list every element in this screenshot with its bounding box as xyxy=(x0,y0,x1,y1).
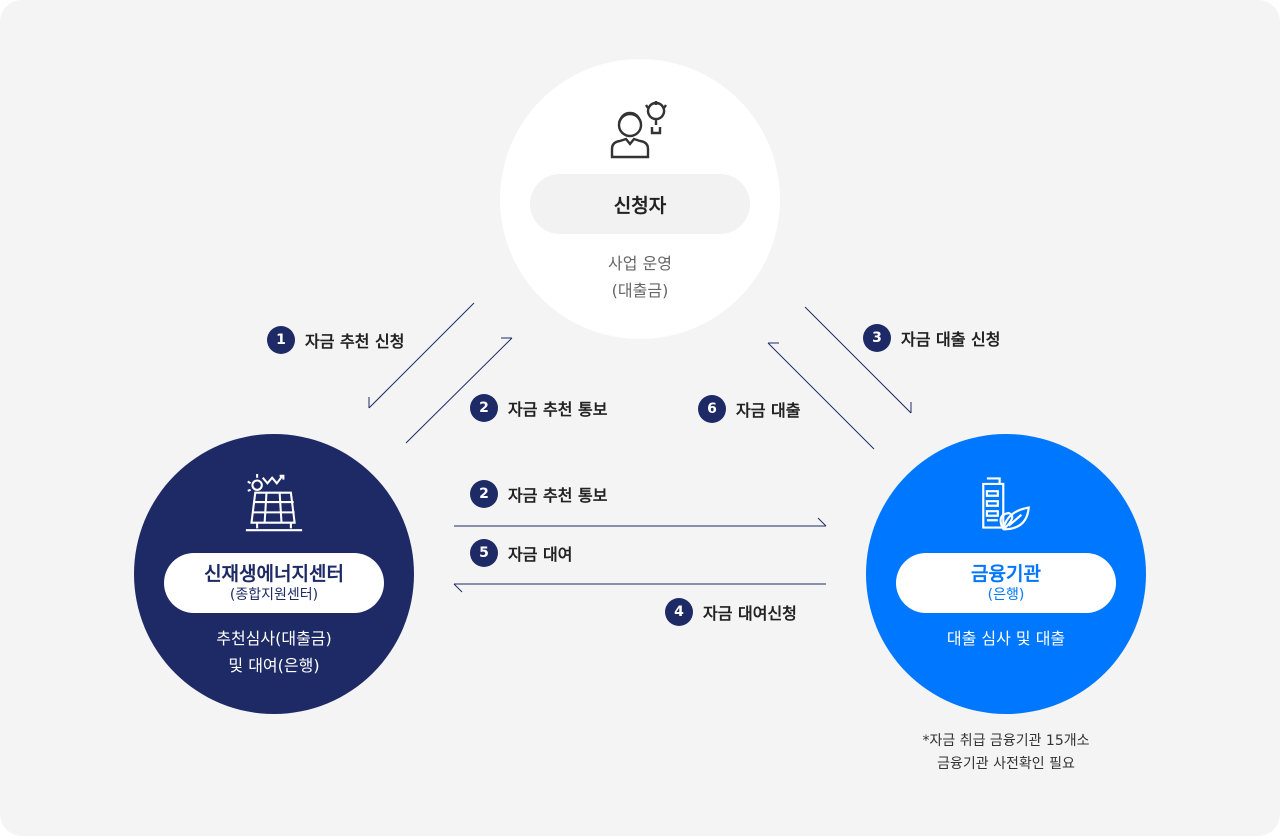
building-leaf-icon xyxy=(982,477,1030,531)
applicant-desc: 사업 운영 (대출금) xyxy=(608,250,672,304)
step-label: 2 자금 추천 통보 xyxy=(470,480,607,508)
step-number-badge: 2 xyxy=(470,480,498,508)
step-label: 2 자금 추천 통보 xyxy=(470,394,607,422)
center-desc-line1: 추천심사(대출금) xyxy=(216,629,332,648)
center-title-pill: 신재생에너지센터 (종합지원센터) xyxy=(164,553,384,613)
arrow-applicant-to-bank xyxy=(804,306,912,414)
step-number-badge: 1 xyxy=(267,326,295,354)
bank-note: *자금 취급 금융기관 15개소 금융기관 사전확인 필요 xyxy=(880,730,1132,776)
step-number-badge: 6 xyxy=(698,395,726,423)
step-text: 자금 추천 통보 xyxy=(508,400,608,419)
arrow-applicant-to-center xyxy=(368,302,475,409)
step-number-badge: 4 xyxy=(665,598,693,626)
step-number-badge: 2 xyxy=(470,394,498,422)
bank-title: 금융기관 xyxy=(971,562,1041,585)
step-text: 자금 대출 신청 xyxy=(901,330,1001,349)
applicant-title: 신청자 xyxy=(613,194,667,217)
person-lightbulb-icon xyxy=(610,101,667,159)
applicant-desc-line2: (대출금) xyxy=(611,281,669,300)
step-label: 6 자금 대출 xyxy=(698,395,800,423)
step-number-badge: 3 xyxy=(863,324,891,352)
arrow-bank-to-applicant xyxy=(767,342,875,450)
bank-title-pill: 금융기관 (은행) xyxy=(896,553,1116,613)
step-text: 자금 대출 xyxy=(736,401,801,420)
center-title: 신재생에너지센터 xyxy=(204,562,344,585)
bank-subtitle: (은행) xyxy=(987,586,1025,603)
solar-panel-icon xyxy=(245,473,303,532)
step-label: 3 자금 대출 신청 xyxy=(863,324,1000,352)
center-desc-line2: 및 대여(은행) xyxy=(228,656,320,675)
applicant-desc-line1: 사업 운영 xyxy=(608,254,672,273)
step-text: 자금 추천 통보 xyxy=(508,486,608,505)
note-line1: *자금 취급 금융기관 15개소 xyxy=(922,733,1090,749)
bank-desc-text: 대출 심사 및 대출 xyxy=(946,629,1066,648)
bank-node: 금융기관 (은행) 대출 심사 및 대출 xyxy=(866,434,1146,714)
center-node: 신재생에너지센터 (종합지원센터) 추천심사(대출금) 및 대여(은행) xyxy=(134,434,414,714)
applicant-title-pill: 신청자 xyxy=(530,174,750,234)
bank-desc: 대출 심사 및 대출 xyxy=(947,625,1065,652)
arrow-bank-to-center xyxy=(453,583,826,593)
applicant-node: 신청자 사업 운영 (대출금) xyxy=(500,59,780,339)
center-subtitle: (종합지원센터) xyxy=(229,586,319,603)
arrow-center-to-applicant xyxy=(405,337,513,444)
step-text: 자금 대여신청 xyxy=(703,604,797,623)
step-number-badge: 5 xyxy=(470,539,498,567)
center-desc: 추천심사(대출금) 및 대여(은행) xyxy=(216,625,332,679)
arrow-center-to-bank xyxy=(454,517,827,527)
step-text: 자금 추천 신청 xyxy=(305,332,405,351)
note-line2: 금융기관 사전확인 필요 xyxy=(937,756,1075,772)
step-label: 5 자금 대여 xyxy=(470,539,572,567)
step-label: 1 자금 추천 신청 xyxy=(267,326,404,354)
step-label: 4 자금 대여신청 xyxy=(665,598,797,626)
step-text: 자금 대여 xyxy=(508,545,573,564)
